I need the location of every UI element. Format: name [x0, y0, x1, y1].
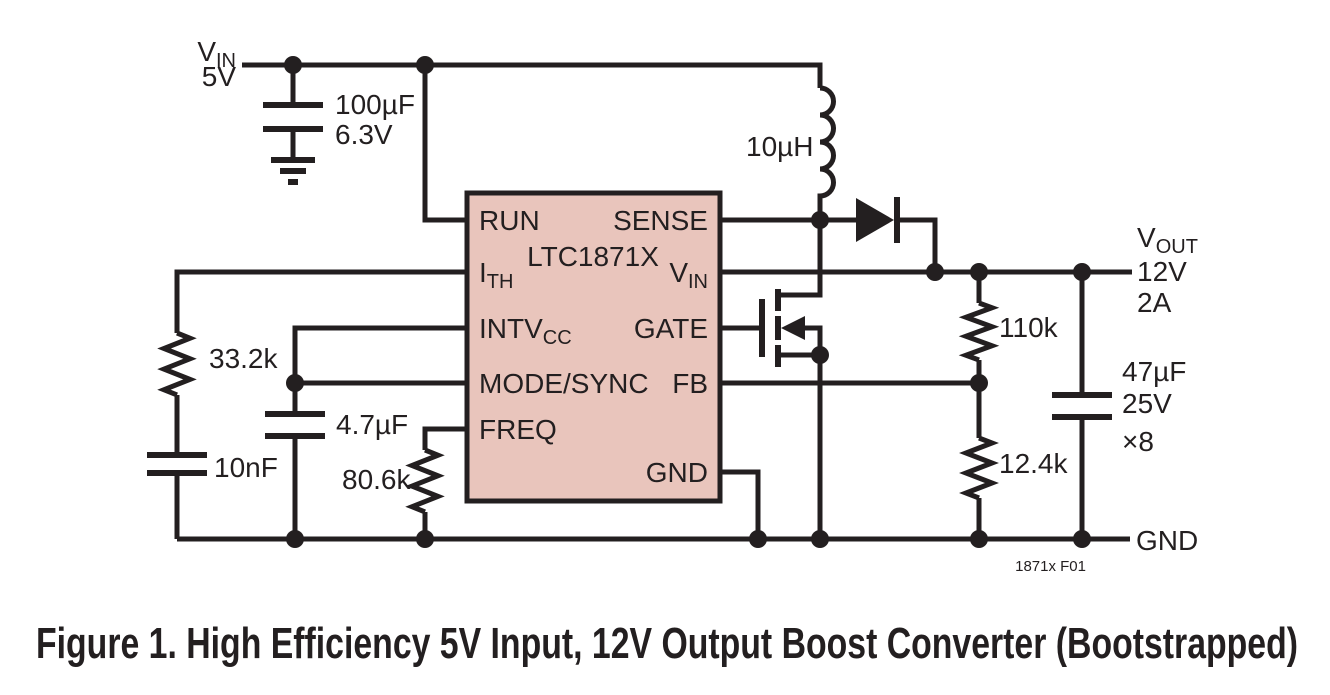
junction-dot	[811, 530, 829, 548]
junction-dot	[1073, 530, 1091, 548]
cout-rating-label: 25V	[1122, 388, 1172, 419]
output-gnd-label: GND	[1136, 525, 1198, 556]
cout-value-label: 47µF	[1122, 356, 1186, 387]
output-voltage-label: 12V	[1137, 256, 1187, 287]
wire-ith-branch	[174, 269, 470, 333]
input-voltage-label: 5V	[202, 61, 237, 92]
ic-pin-label-freq: FREQ	[479, 414, 557, 445]
resistor-rfb-bot-symbol	[959, 383, 999, 539]
cvcc-value-label: 4.7µF	[336, 409, 408, 440]
ground-icon	[271, 157, 315, 185]
junction-dot	[286, 530, 304, 548]
inductor-symbol	[817, 85, 836, 220]
rfb-bot-value-label: 12.4k	[999, 448, 1068, 479]
rfb-bot-zigzag	[959, 435, 999, 501]
ic-body	[464, 190, 723, 504]
net-labels: VIN 5V 100µF 6.3V 10µH 33.2k 10nF 4.7µF …	[197, 36, 1198, 575]
junction-dot	[970, 374, 988, 392]
input-rail-sub: IN	[216, 50, 236, 72]
rfreq-value-label: 80.6k	[342, 464, 411, 495]
junction-dot	[811, 346, 829, 364]
diode-triangle	[856, 198, 894, 242]
wire-freq-branch	[422, 426, 470, 450]
ic-pin-label-gnd: GND	[646, 457, 708, 488]
output-rail-main: V	[1137, 222, 1156, 253]
mosfet-body-arrow	[781, 316, 805, 340]
ic-pin-label-vin: VIN	[669, 257, 708, 293]
cin-value-label: 100µF	[335, 89, 415, 120]
vin-pin-main: V	[669, 257, 688, 288]
rith-zigzag	[157, 330, 197, 398]
ic-part-number: LTC1871X	[527, 241, 659, 272]
junction-dot	[811, 211, 829, 229]
rfb-top-zigzag	[958, 300, 1000, 363]
junction-dot	[749, 530, 767, 548]
resistor-rfreq-symbol	[405, 447, 445, 539]
junction-dot	[970, 530, 988, 548]
ic-pin-label-intvcc: INTVCC	[479, 313, 572, 349]
inductor-coils	[817, 85, 836, 220]
ic-pin-label-ith: ITH	[479, 257, 513, 293]
output-rail-sub: OUT	[1156, 236, 1198, 258]
cin-rating-label: 6.3V	[335, 119, 393, 150]
wire-gnd-pin-route	[720, 469, 761, 539]
junction-dot	[926, 263, 944, 281]
ith-sub: TH	[487, 271, 514, 293]
ic-pin-label-run: RUN	[479, 205, 540, 236]
mosfet-symbol	[720, 289, 823, 539]
ic-pin-label-fb: FB	[672, 368, 708, 399]
rfreq-zigzag	[405, 447, 445, 515]
rith-value-label: 33.2k	[209, 343, 278, 374]
resistor-rfb-top-symbol	[958, 272, 1000, 383]
ic-ltc1871x: LTC1871X RUN ITH INTVCC MODE/SYNC FREQ S…	[464, 190, 723, 504]
junction-dot	[416, 56, 434, 74]
ic-pin-label-gate: GATE	[634, 313, 708, 344]
junction-dot	[286, 374, 304, 392]
junction-dot	[284, 56, 302, 74]
ith-main: I	[479, 257, 487, 288]
output-current-label: 2A	[1137, 287, 1172, 318]
wire-run-drop	[422, 65, 470, 223]
ic-pin-label-modesync: MODE/SYNC	[479, 368, 649, 399]
diode-symbol	[820, 197, 938, 272]
ic-pin-label-sense: SENSE	[613, 205, 708, 236]
figure-ref-label: 1871x F01	[1015, 558, 1086, 575]
junction-dots	[284, 56, 1091, 548]
vin-pin-sub: IN	[688, 271, 708, 293]
figure-caption: Figure 1. High Efficiency 5V Input, 12V …	[36, 619, 1298, 668]
inductor-value-label: 10µH	[746, 131, 814, 162]
output-rail-label: VOUT	[1137, 222, 1198, 258]
wire-switch-node	[779, 220, 823, 298]
input-rail-label: VIN	[197, 36, 236, 72]
intvcc-main: INTV	[479, 313, 543, 344]
capacitor-cin-symbol	[263, 65, 323, 185]
cith-value-label: 10nF	[214, 452, 278, 483]
diode-cathode-wire	[897, 217, 938, 272]
capacitor-cout-symbol	[1052, 272, 1112, 539]
junction-dot	[970, 263, 988, 281]
wire-intvcc-branch	[292, 325, 470, 383]
junction-dot	[1073, 263, 1091, 281]
input-rail-main: V	[197, 36, 216, 67]
wire-vin-top-rail	[242, 62, 823, 88]
junction-dot	[416, 530, 434, 548]
capacitor-cith-symbol	[147, 452, 207, 539]
cout-qty-label: ×8	[1122, 426, 1154, 457]
rfb-top-value-label: 110k	[999, 312, 1059, 343]
resistor-rith-symbol	[157, 330, 197, 453]
intvcc-sub: CC	[543, 327, 572, 349]
